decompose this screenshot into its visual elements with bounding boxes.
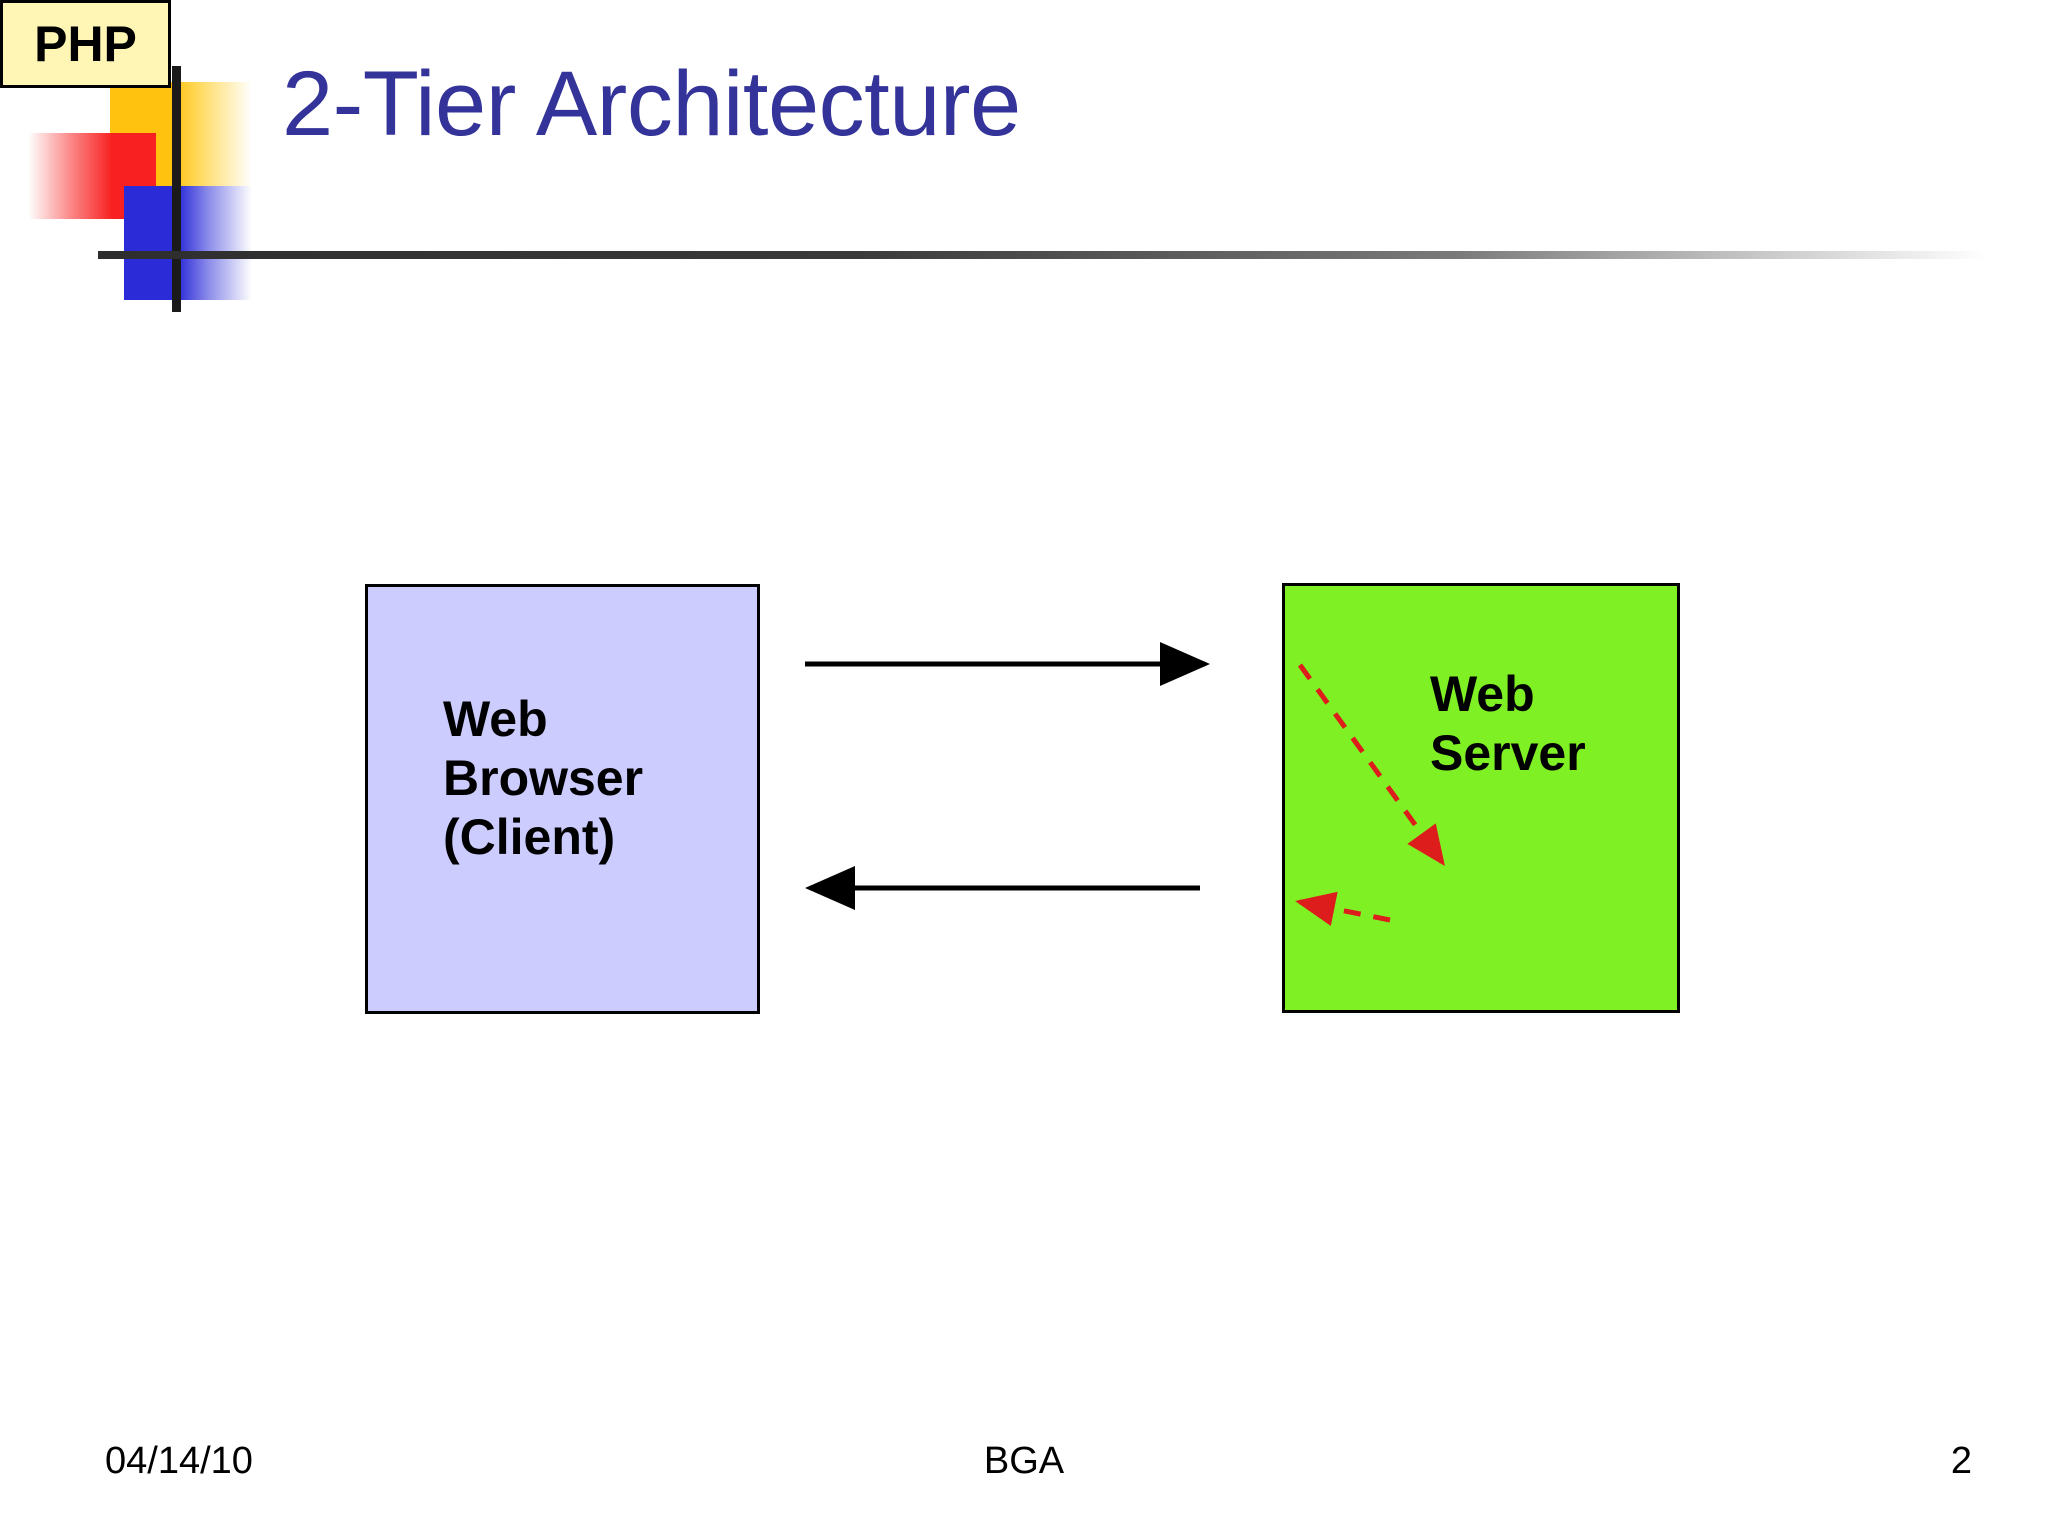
web-server-box[interactable]	[1282, 583, 1680, 1013]
slide-logo-mark	[0, 0, 340, 330]
footer-center-text: BGA	[983, 1440, 1065, 1482]
php-box[interactable]: PHP	[0, 0, 171, 88]
page-title: 2-Tier Architecture	[282, 53, 1021, 155]
php-label: PHP	[34, 16, 137, 72]
web-browser-client-box[interactable]	[365, 584, 760, 1014]
web-browser-client-label: Web Browser (Client)	[443, 691, 644, 865]
web-server-label: Web Server	[1430, 666, 1586, 781]
logo-blue-square-icon	[124, 186, 252, 300]
slide-footer: 04/14/10 BGA 2	[0, 1440, 2048, 1510]
footer-date: 04/14/10	[105, 1440, 253, 1482]
title-divider	[98, 251, 1988, 259]
logo-vertical-bar-icon	[172, 66, 181, 312]
footer-page-number: 2	[1950, 1440, 1972, 1482]
